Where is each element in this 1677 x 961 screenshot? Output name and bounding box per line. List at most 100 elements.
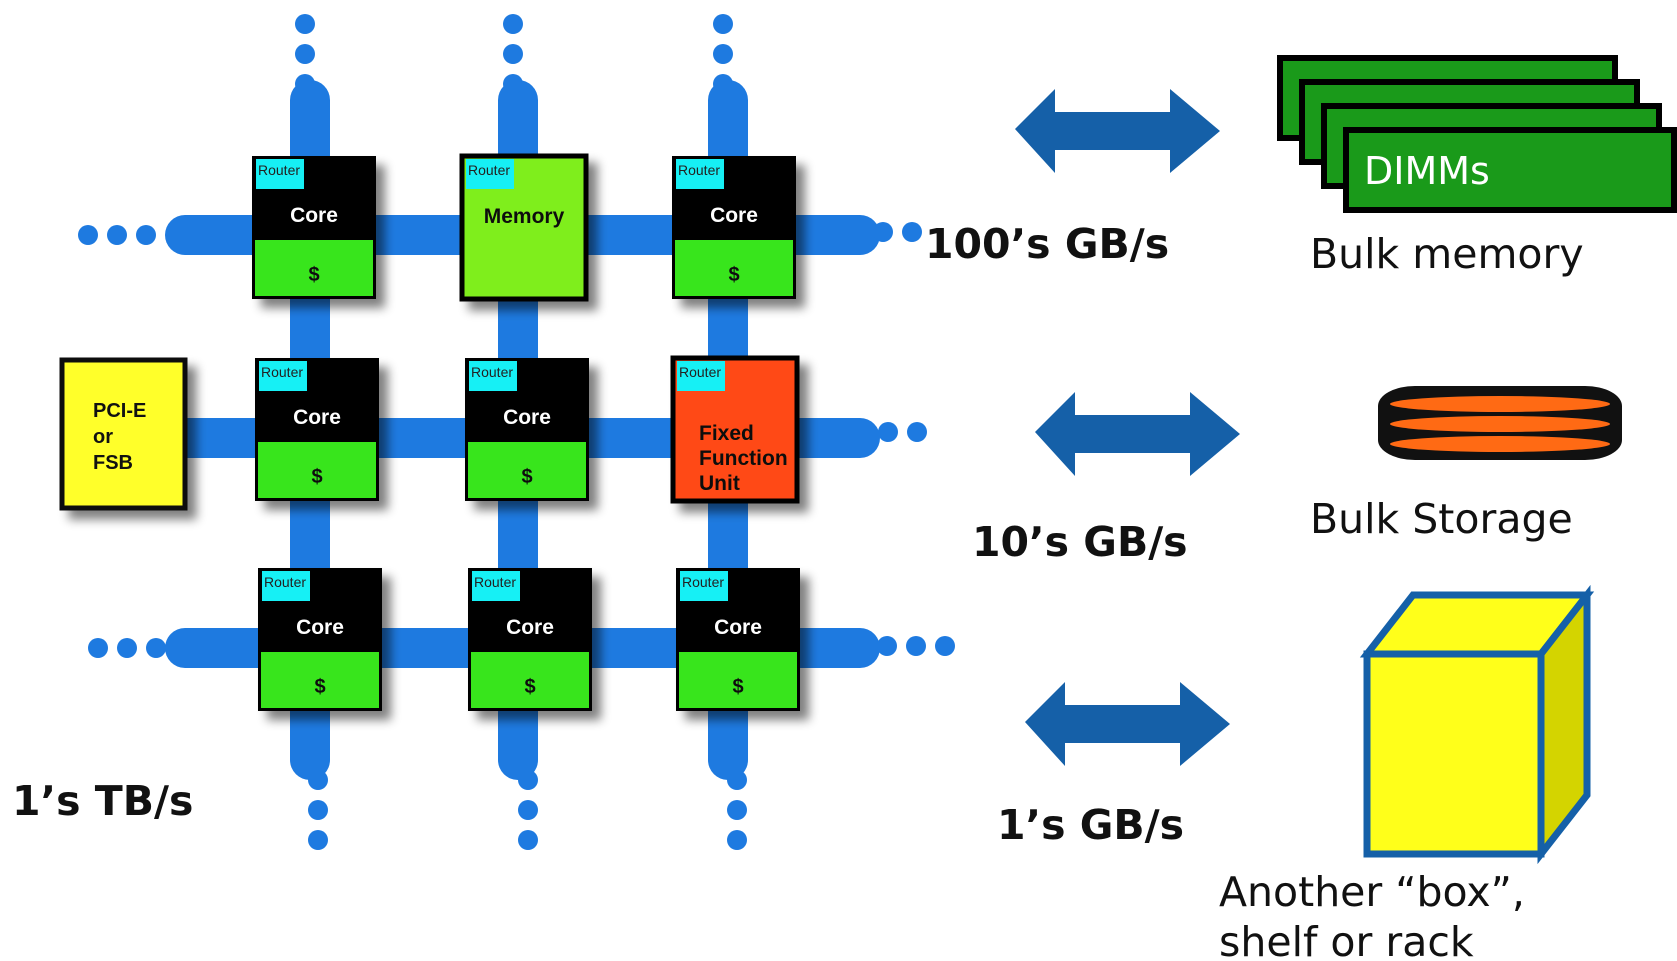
continuation-dot	[308, 770, 328, 790]
pcie-label-line-3: FSB	[93, 452, 133, 474]
continuation-dot	[727, 830, 747, 850]
pcie-label-line-1: PCI-E	[93, 400, 146, 422]
cache-block	[258, 442, 376, 498]
router-badge	[256, 159, 304, 189]
router-label: Router	[679, 364, 721, 380]
router-label: Router	[264, 574, 306, 590]
link-arrow-storage	[1035, 392, 1240, 476]
tile-core: Core $ Router	[258, 568, 382, 711]
cache-label: $	[308, 264, 319, 286]
memory-label: Memory	[484, 205, 565, 228]
bandwidth-label-storage: 10’s GB/s	[972, 518, 1188, 566]
cache-label: $	[728, 264, 739, 286]
cache-block	[255, 240, 373, 296]
tile-grid: Core$RouterMemoryRouterCore$RouterCore$R…	[252, 153, 800, 711]
cache-label: $	[524, 676, 535, 698]
router-label: Router	[682, 574, 724, 590]
another-box-label-line-2: shelf or rack	[1219, 918, 1474, 961]
continuation-dot	[518, 770, 538, 790]
bulk-storage-label: Bulk Storage	[1310, 495, 1573, 543]
continuation-dot	[906, 636, 926, 656]
continuation-dot	[878, 422, 898, 442]
continuation-dot	[107, 225, 127, 245]
mesh-continuation-dots	[78, 14, 955, 850]
continuation-dot	[713, 44, 733, 64]
router-badge	[466, 159, 514, 189]
continuation-dot	[295, 14, 315, 34]
continuation-dot	[727, 800, 747, 820]
bandwidth-label-memory: 100’s GB/s	[925, 220, 1169, 268]
cache-block	[679, 652, 797, 708]
core-label: Core	[503, 406, 551, 429]
continuation-dot	[727, 770, 747, 790]
router-label: Router	[258, 162, 300, 178]
cache-block	[468, 442, 586, 498]
continuation-dot	[295, 74, 315, 94]
continuation-dot	[518, 830, 538, 850]
continuation-dot	[907, 422, 927, 442]
router-label: Router	[474, 574, 516, 590]
ffu-label-line: Fixed	[699, 422, 754, 445]
continuation-dot	[117, 638, 137, 658]
tile-memory: Memory Router	[459, 153, 589, 302]
continuation-dot	[873, 222, 893, 242]
continuation-dot	[877, 636, 897, 656]
cache-label: $	[311, 466, 322, 488]
another-box-icon	[1359, 584, 1595, 865]
tile-core: Core $ Router	[468, 568, 592, 711]
tile-core: Core $ Router	[465, 358, 589, 501]
pcie-block: PCI-E or FSB	[59, 357, 188, 511]
router-badge	[262, 571, 310, 601]
cache-label: $	[521, 466, 532, 488]
continuation-dot	[88, 638, 108, 658]
router-label: Router	[261, 364, 303, 380]
continuation-dot	[308, 830, 328, 850]
core-label: Core	[506, 616, 554, 639]
link-arrow-box	[1025, 682, 1230, 766]
core-label: Core	[296, 616, 344, 639]
cache-block	[471, 652, 589, 708]
continuation-dot	[935, 636, 955, 656]
core-label: Core	[290, 204, 338, 227]
cache-label: $	[314, 676, 325, 698]
router-label: Router	[678, 162, 720, 178]
continuation-dot	[295, 44, 315, 64]
continuation-dot	[902, 222, 922, 242]
bandwidth-label-box: 1’s GB/s	[997, 801, 1184, 849]
router-label: Router	[468, 162, 510, 178]
continuation-dot	[503, 14, 523, 34]
router-badge	[677, 361, 725, 391]
continuation-dot	[136, 225, 156, 245]
disk-stack-icon	[1378, 386, 1622, 460]
dimms-stack: DIMMs	[1277, 55, 1677, 213]
ffu-label-line: Function	[699, 447, 788, 470]
continuation-dot	[78, 225, 98, 245]
router-label: Router	[471, 364, 513, 380]
tile-core: Core$Router	[672, 156, 796, 299]
cache-label: $	[732, 676, 743, 698]
tile-core: Core $ Router	[252, 156, 376, 299]
dimms-label: DIMMs	[1364, 149, 1490, 193]
core-label: Core	[714, 616, 762, 639]
router-badge	[469, 361, 517, 391]
core-label: Core	[293, 406, 341, 429]
continuation-dot	[713, 74, 733, 94]
continuation-dot	[713, 14, 733, 34]
tile-core: Core $ Router	[255, 358, 379, 501]
cache-block	[261, 652, 379, 708]
continuation-dot	[308, 800, 328, 820]
pcie-label-line-2: or	[93, 426, 113, 448]
continuation-dot	[146, 638, 166, 658]
bulk-memory-label: Bulk memory	[1310, 230, 1584, 278]
another-box-label-line-1: Another “box”,	[1219, 868, 1525, 916]
router-badge	[472, 571, 520, 601]
continuation-dot	[518, 800, 538, 820]
ffu-label-line: Unit	[699, 472, 740, 495]
mesh-bandwidth-label: 1’s TB/s	[12, 777, 193, 825]
router-badge	[680, 571, 728, 601]
tile-core: Core $ Router	[676, 568, 800, 711]
continuation-dot	[503, 44, 523, 64]
router-badge	[676, 159, 724, 189]
